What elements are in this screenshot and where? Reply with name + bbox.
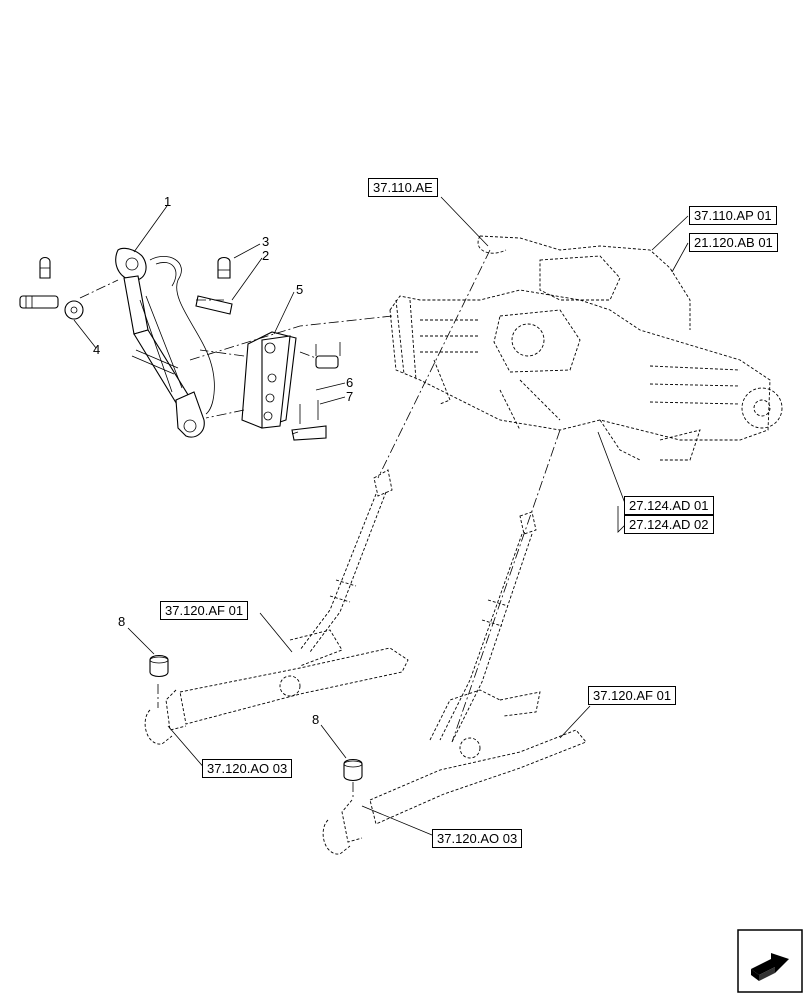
lower-link-left — [144, 629, 409, 745]
ref-27-124-ad-02[interactable]: 27.124.AD 02 — [624, 515, 714, 534]
ref-27-124-ad-01[interactable]: 27.124.AD 01 — [624, 496, 714, 515]
lower-link-right — [322, 689, 587, 855]
ref-37-110-ae[interactable]: 37.110.AE — [368, 178, 438, 197]
callout-2: 2 — [262, 248, 270, 263]
callout-6: 6 — [346, 375, 354, 390]
callout-5: 5 — [296, 282, 304, 297]
ref-37-110-ap-01[interactable]: 37.110.AP 01 — [689, 206, 777, 225]
bracket-part-5 — [241, 331, 297, 429]
ref-37-120-af-01-left[interactable]: 37.120.AF 01 — [160, 601, 249, 620]
callout-1: 1 — [164, 194, 172, 209]
ref-21-120-ab-01[interactable]: 21.120.AB 01 — [689, 233, 778, 252]
lift-rods — [299, 469, 537, 743]
next-page-arrow-icon[interactable] — [737, 929, 803, 993]
ref-37-120-ao-03-right[interactable]: 37.120.AO 03 — [432, 829, 523, 848]
pin-and-ball-part-4 — [19, 256, 84, 320]
assembly-lines — [79, 249, 561, 800]
ref-37-120-ao-03-left[interactable]: 37.120.AO 03 — [202, 759, 293, 778]
ball-parts-8 — [149, 654, 363, 782]
rear-axle-housing — [389, 235, 783, 461]
pin-and-clip-parts-2-3 — [195, 256, 233, 315]
ref-37-120-af-01-right[interactable]: 37.120.AF 01 — [588, 686, 677, 705]
callout-7: 7 — [346, 389, 354, 404]
callout-8-left: 8 — [118, 614, 126, 629]
callout-3: 3 — [262, 234, 270, 249]
bolts-and-pins-parts-6-7 — [291, 342, 341, 441]
callout-4: 4 — [93, 342, 101, 357]
callout-8-right: 8 — [312, 712, 320, 727]
leader-lines — [73, 196, 689, 836]
top-link-part-1 — [115, 247, 215, 438]
